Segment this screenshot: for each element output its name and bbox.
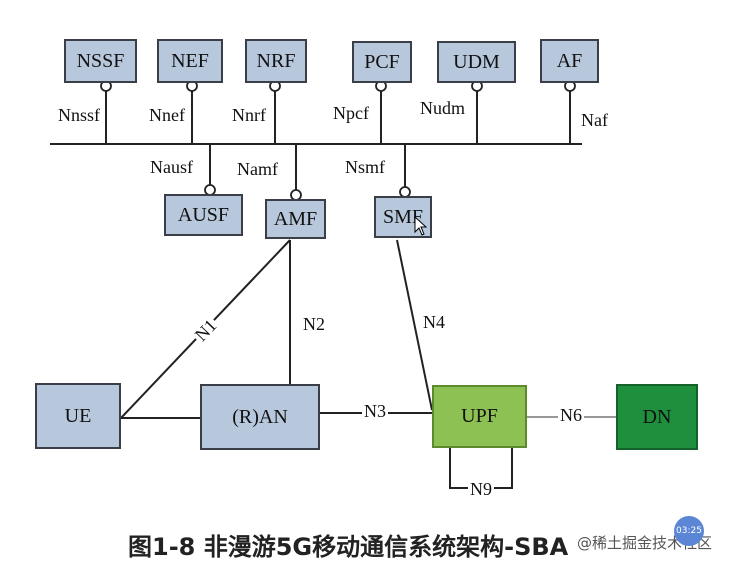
nnrf-label: Nnrf	[232, 105, 266, 125]
amf-node: AMF	[265, 199, 326, 239]
ran-node: (R)AN	[200, 384, 320, 450]
namf-label: Namf	[237, 159, 278, 179]
udm-node: UDM	[437, 41, 516, 83]
pcf-node: PCF	[352, 41, 412, 83]
af-node: AF	[540, 39, 599, 83]
nsmf-label: Nsmf	[345, 157, 385, 177]
n6-label: N6	[558, 405, 584, 426]
figure-caption: 图1-8 非漫游5G移动通信系统架构-SBA	[128, 533, 569, 561]
nnef-label: Nnef	[149, 105, 185, 125]
n9-label: N9	[468, 479, 494, 500]
upf-node: UPF	[432, 385, 527, 448]
n4-label: N4	[423, 312, 445, 332]
dn-node: DN	[616, 384, 698, 450]
naf-label: Naf	[581, 110, 608, 130]
nef-node: NEF	[157, 39, 223, 83]
ue-node: UE	[35, 383, 121, 449]
nausf-label: Nausf	[150, 157, 193, 177]
mouse-cursor-icon	[414, 216, 428, 236]
nssf-node: NSSF	[64, 39, 137, 83]
npcf-label: Npcf	[333, 103, 369, 123]
nrf-node: NRF	[245, 39, 307, 83]
n3-label: N3	[362, 401, 388, 422]
nudm-label: Nudm	[420, 98, 465, 118]
nnssf-label: Nnssf	[58, 105, 101, 125]
video-time-badge: 03:25	[674, 516, 704, 546]
n2-label: N2	[303, 314, 325, 334]
ausf-node: AUSF	[164, 194, 243, 236]
